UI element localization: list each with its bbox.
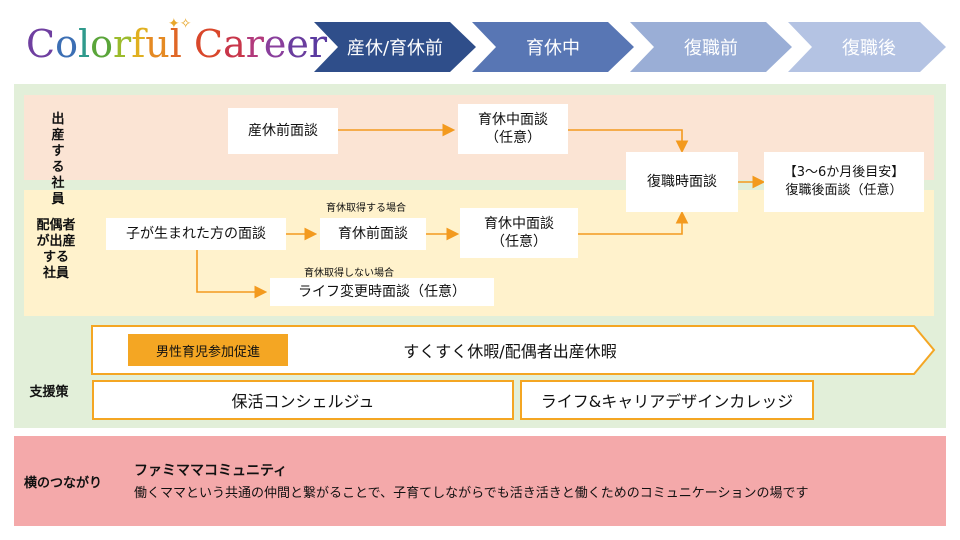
childcare-concierge-box: 保活コンシェルジュ bbox=[92, 380, 514, 420]
pre-leave-interview-box: 産休前面談 bbox=[228, 108, 338, 154]
logo-letter: f bbox=[131, 22, 146, 66]
logo-letter: C bbox=[26, 22, 56, 66]
logo-letter: o bbox=[55, 22, 78, 66]
step-label-post-return: 復職後 bbox=[842, 38, 896, 59]
pre-childcare-interview-box: 育休前面談 bbox=[320, 218, 426, 250]
logo-letter: u bbox=[145, 22, 170, 66]
logo-letter: a bbox=[223, 22, 246, 66]
logo-letter: r bbox=[113, 22, 132, 66]
life-change-interview-box: ライフ変更時面談（任意） bbox=[270, 278, 494, 306]
logo-letter: l bbox=[77, 22, 91, 66]
community-description: 働くママという共通の仲間と繋がることで、子育てしながらでも活き活きと働くためのコ… bbox=[134, 486, 809, 501]
chevron-step-4 bbox=[788, 22, 946, 72]
note-not-taking-leave: 育休取得しない場合 bbox=[304, 268, 394, 279]
sparkle-icon: ✦✧ bbox=[168, 16, 192, 32]
post-return-interview-box: 【3～6か月後目安】 復職後面談（任意） bbox=[764, 152, 924, 212]
return-interview-box: 復職時面談 bbox=[626, 152, 738, 212]
leave-banner-label: すくすく休暇/配偶者出産休暇 bbox=[403, 342, 617, 361]
birth-interview-box: 子が生まれた方の面談 bbox=[106, 218, 286, 250]
logo-letter: r bbox=[245, 22, 264, 66]
step-label-pre-return: 復職前 bbox=[684, 38, 738, 59]
step-label-pre-leave: 産休/育休前 bbox=[346, 38, 444, 59]
spouse-row-label: 配偶者 が出産 する 社員 bbox=[36, 218, 76, 281]
phase-chevrons bbox=[314, 22, 946, 72]
chevron-step-1 bbox=[314, 22, 476, 72]
during-leave-interview-box: 育休中面談 （任意） bbox=[458, 104, 568, 154]
support-row-label: 支援策 bbox=[29, 385, 69, 400]
note-taking-leave: 育休取得する場合 bbox=[326, 203, 406, 214]
connection-row-label: 横のつながり bbox=[24, 476, 103, 491]
logo-letter: o bbox=[90, 22, 114, 66]
life-career-college-box: ライフ&キャリアデザインカレッジ bbox=[520, 380, 814, 420]
employee-row-label: 出 産 す る 社 員 bbox=[51, 112, 65, 207]
logo-letter: e bbox=[286, 22, 309, 66]
logo-letter: C bbox=[194, 22, 224, 66]
during-leave-interview-box-b: 育休中面談 （任意） bbox=[460, 208, 578, 258]
chevron-step-3 bbox=[630, 22, 792, 72]
logo-letter: l bbox=[169, 22, 182, 66]
logo-letter: e bbox=[263, 22, 287, 66]
male-participation-badge: 男性育児参加促進 bbox=[128, 334, 288, 366]
community-panel bbox=[14, 436, 946, 526]
logo-letter: r bbox=[308, 22, 328, 66]
step-label-on-leave: 育休中 bbox=[526, 38, 580, 59]
chevron-step-2 bbox=[472, 22, 634, 72]
community-title: ファミママコミュニティ bbox=[134, 463, 288, 479]
arrow-during-b-to-return bbox=[578, 210, 689, 235]
arrow-birth-to-life-change bbox=[196, 250, 268, 299]
arrow-during-to-return bbox=[568, 129, 689, 154]
logo-colorful-career: Colorful Career bbox=[26, 22, 327, 66]
